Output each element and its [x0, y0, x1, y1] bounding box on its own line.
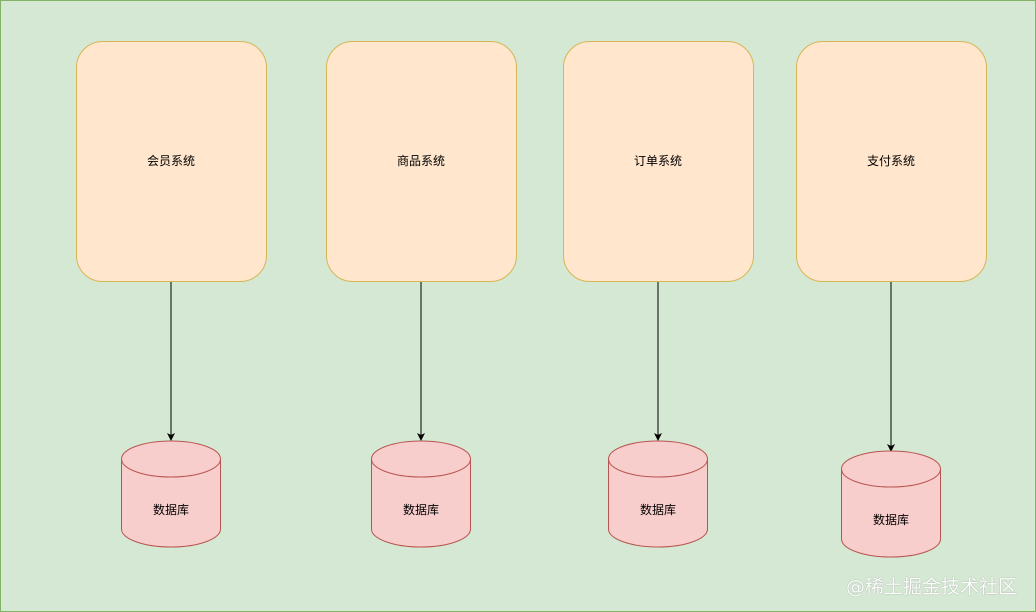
database-node-product[interactable]: 数据库 — [371, 440, 471, 548]
database-node-label: 数据库 — [640, 502, 676, 517]
system-node-label: 支付系统 — [867, 154, 915, 168]
database-node-order[interactable]: 数据库 — [608, 440, 708, 548]
database-node-payment[interactable]: 数据库 — [841, 450, 941, 558]
system-node-label: 会员系统 — [147, 154, 195, 168]
system-node-product[interactable]: 商品系统 — [326, 41, 517, 282]
database-node-label: 数据库 — [873, 512, 909, 527]
database-node-member[interactable]: 数据库 — [121, 440, 221, 548]
system-node-label: 商品系统 — [397, 153, 445, 168]
system-node-member[interactable]: 会员系统 — [76, 41, 267, 282]
system-node-payment[interactable]: 支付系统 — [796, 41, 987, 282]
database-node-label: 数据库 — [153, 502, 189, 517]
system-node-order[interactable]: 订单系统 — [563, 41, 754, 282]
watermark: @稀土掘金技术社区 — [845, 576, 1017, 598]
system-node-label: 订单系统 — [634, 154, 682, 168]
database-node-label: 数据库 — [403, 502, 439, 517]
